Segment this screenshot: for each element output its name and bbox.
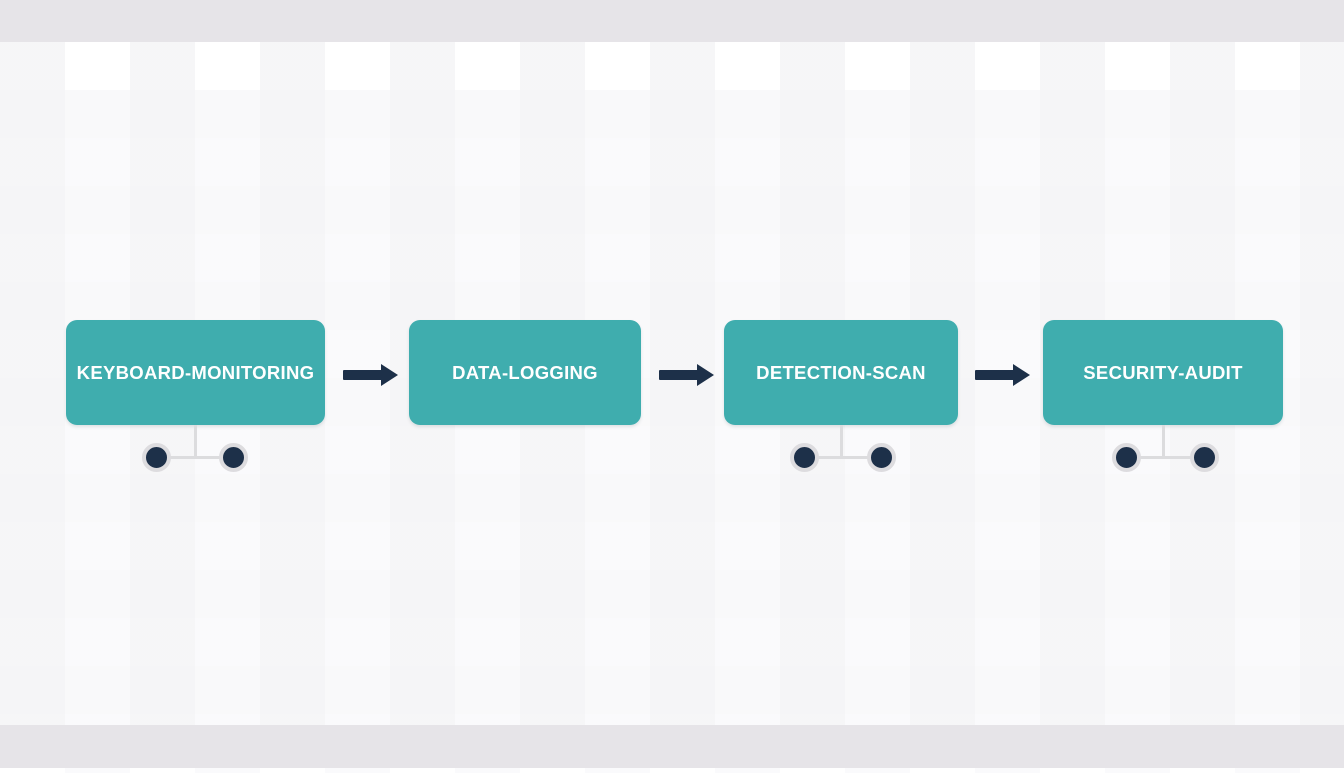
arrow-shaft xyxy=(343,370,383,380)
process-node-security-audit[interactable]: SECURITY-AUDIT xyxy=(1043,320,1283,425)
connector-detection-scan xyxy=(0,425,1344,490)
process-node-label: DETECTION-SCAN xyxy=(756,361,926,383)
process-node-keyboard-monitoring[interactable]: KEYBOARD-MONITORING xyxy=(66,320,325,425)
connector-dot-right[interactable] xyxy=(219,443,248,472)
flow-arrow-3-icon xyxy=(975,364,1030,386)
connector-stem xyxy=(194,425,197,457)
arrow-head xyxy=(1013,364,1030,386)
flow-arrow-1-icon xyxy=(343,364,398,386)
connector-stem xyxy=(1162,425,1165,457)
connector-rail xyxy=(157,456,234,459)
process-node-label: DATA-LOGGING xyxy=(452,361,598,383)
connector-dot-right[interactable] xyxy=(1190,443,1219,472)
flow-arrow-2-icon xyxy=(659,364,714,386)
process-node-detection-scan[interactable]: DETECTION-SCAN xyxy=(724,320,958,425)
top-band xyxy=(0,0,1344,42)
arrow-head xyxy=(697,364,714,386)
process-node-data-logging[interactable]: DATA-LOGGING xyxy=(409,320,641,425)
connector-dot-left[interactable] xyxy=(790,443,819,472)
connector-dot-right[interactable] xyxy=(867,443,896,472)
connector-rail xyxy=(1127,456,1204,459)
process-node-label: KEYBOARD-MONITORING xyxy=(76,361,315,383)
connector-dot-left[interactable] xyxy=(1112,443,1141,472)
arrow-shaft xyxy=(975,370,1015,380)
connector-rail xyxy=(805,456,882,459)
connector-stem xyxy=(840,425,843,457)
process-node-label: SECURITY-AUDIT xyxy=(1083,361,1243,383)
connector-keyboard-monitoring xyxy=(0,425,1344,490)
arrow-shaft xyxy=(659,370,699,380)
bottom-band xyxy=(0,725,1344,768)
arrow-head xyxy=(381,364,398,386)
connector-security-audit xyxy=(0,425,1344,490)
connector-dot-left[interactable] xyxy=(142,443,171,472)
